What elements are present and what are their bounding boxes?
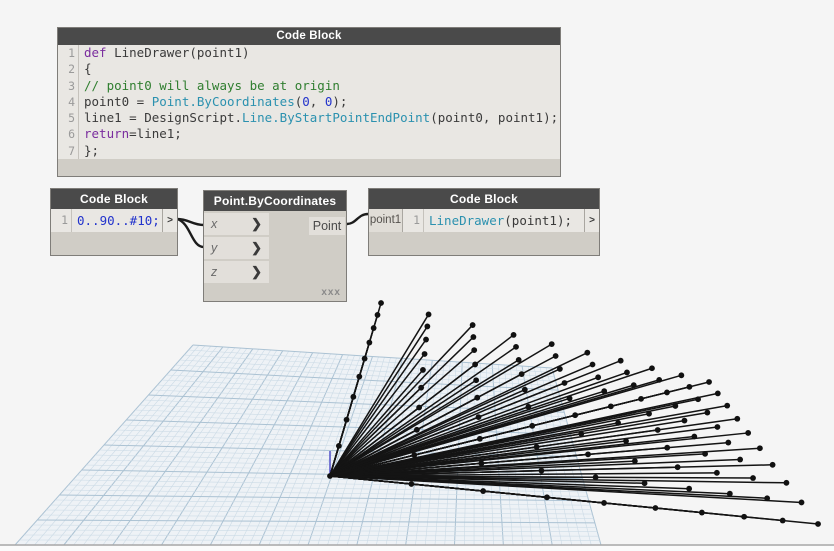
- code-token: (point0, point1);: [430, 110, 559, 126]
- code-token: line1 = DesignScript.: [84, 110, 243, 126]
- code-line[interactable]: 3 // point0 will always be at origin: [58, 77, 560, 94]
- code-token: def: [84, 45, 115, 60]
- code-block-linedrawer-node[interactable]: Code Block point1 1 LineDrawer(point1); >: [368, 188, 600, 256]
- port-label: x: [211, 217, 218, 231]
- code-token: 0: [324, 93, 333, 109]
- chevron-right-icon[interactable]: ❯: [251, 240, 262, 255]
- node-title: Code Block: [58, 28, 560, 45]
- node-title: Code Block: [369, 189, 599, 209]
- code-line[interactable]: 5 line1 = DesignScript.Line.ByStartPointE…: [58, 110, 560, 127]
- chevron-right-icon[interactable]: ❯: [251, 264, 262, 279]
- input-port-x[interactable]: x❯: [204, 213, 269, 235]
- code-line[interactable]: 1 0..90..#10;: [51, 209, 163, 232]
- code-token: 0: [302, 93, 310, 109]
- code-token: 0..90..#10;: [77, 213, 160, 228]
- code-token: (: [294, 93, 303, 109]
- code-token: ,: [309, 93, 325, 109]
- code-token: point0 =: [84, 93, 152, 109]
- output-port[interactable]: >: [162, 209, 177, 232]
- port-label: z: [211, 265, 218, 279]
- code-line[interactable]: 2{: [58, 61, 560, 78]
- code-token: LineDrawer: [429, 213, 505, 228]
- wires[interactable]: [176, 212, 369, 249]
- code-line[interactable]: 1 def LineDrawer(point1): [58, 45, 560, 62]
- line-number: 7: [58, 142, 79, 159]
- wire[interactable]: [346, 212, 369, 226]
- code-editor[interactable]: 1 0..90..#10;: [51, 209, 177, 232]
- input-port-point1[interactable]: point1: [369, 209, 403, 232]
- code-block-range-node[interactable]: Code Block 1 0..90..#10; >: [50, 188, 178, 256]
- code-line[interactable]: 6 return=line1;: [58, 126, 560, 143]
- line-number: 1: [403, 209, 424, 232]
- output-port[interactable]: >: [584, 209, 599, 232]
- code-token: // point0 will always be at origin: [84, 77, 340, 93]
- code-token: Line.ByStartPointEndPoint: [242, 110, 431, 126]
- point-geometry: [327, 300, 821, 527]
- node-title: Point.ByCoordinates: [204, 191, 346, 211]
- wire[interactable]: [176, 217, 205, 249]
- lacing-indicator[interactable]: xxx: [321, 287, 341, 298]
- code-token: };: [84, 142, 100, 158]
- code-token: return: [84, 126, 130, 142]
- point-bycoordinates-node[interactable]: Point.ByCoordinates x❯y❯z❯ Point xxx: [203, 190, 347, 302]
- code-token: =line1;: [129, 126, 182, 142]
- line-number: 3: [58, 77, 79, 94]
- line-geometry: [329, 302, 819, 525]
- code-token: {: [84, 61, 92, 77]
- line-number: 1: [51, 209, 72, 232]
- line-number: 2: [58, 61, 79, 78]
- code-token: );: [332, 93, 348, 109]
- input-ports: x❯y❯z❯: [204, 213, 346, 283]
- line-number: 5: [58, 110, 79, 127]
- output-port-point[interactable]: Point: [309, 217, 345, 235]
- line-number: 6: [58, 126, 79, 143]
- port-label: y: [211, 241, 218, 255]
- code-editor[interactable]: 1 LineDrawer(point1);: [403, 209, 599, 232]
- code-token: LineDrawer(point1): [114, 45, 250, 60]
- input-port-y[interactable]: y❯: [204, 237, 269, 259]
- code-token: (point1);: [504, 213, 572, 228]
- chevron-right-icon[interactable]: ❯: [251, 216, 262, 231]
- code-line[interactable]: 1 LineDrawer(point1);: [403, 209, 585, 232]
- code-token: Point.ByCoordinates: [151, 93, 295, 109]
- code-line[interactable]: 4 point0 = Point.ByCoordinates(0, 0);: [58, 93, 560, 111]
- code-line[interactable]: 7};: [58, 142, 560, 159]
- line-number: 4: [58, 93, 79, 111]
- line-number: 1: [58, 45, 79, 62]
- input-port-z[interactable]: z❯: [204, 261, 269, 283]
- node-title: Code Block: [51, 189, 177, 209]
